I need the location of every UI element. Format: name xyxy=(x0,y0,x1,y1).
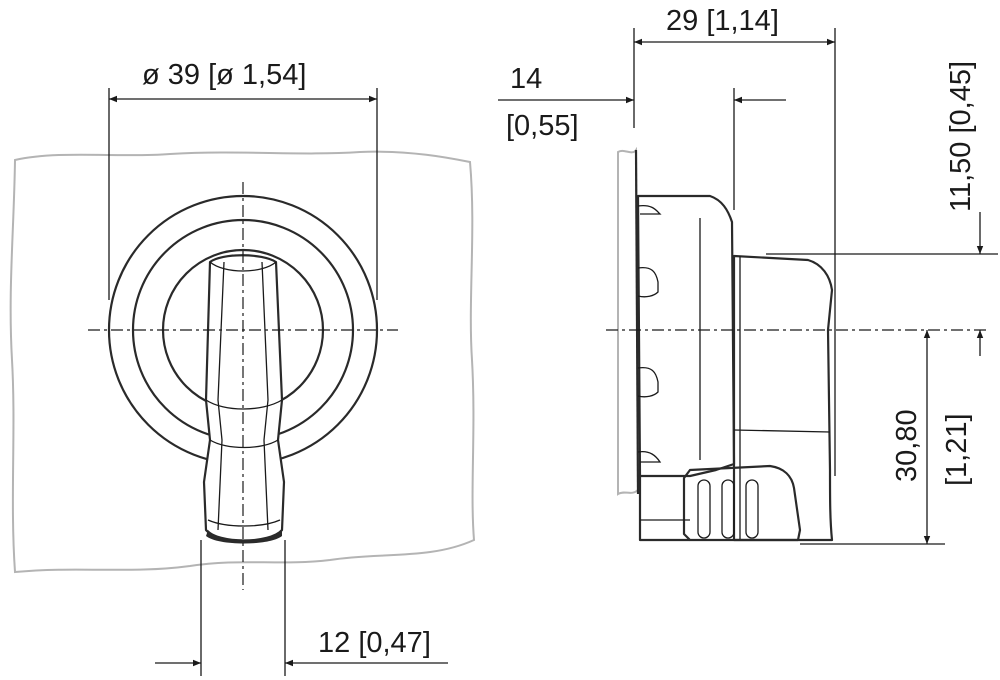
bottom-offset-label-line1: 30,80 xyxy=(891,409,923,482)
side-view: 29 [1,14] 14 [0,55] 11,50 [0,45] 30,80 [… xyxy=(498,5,998,545)
side-base-lip xyxy=(638,476,690,542)
lever-step xyxy=(209,439,279,449)
diameter-label: ø 39 [ø 1,54] xyxy=(142,59,306,91)
lever-rib-3 xyxy=(745,479,759,539)
lever-base-shading xyxy=(206,530,282,544)
panel-section xyxy=(617,146,640,496)
top-offset-label: 11,50 [0,45] xyxy=(945,61,977,212)
bottom-offset-label-line2: [1,21] xyxy=(941,413,973,486)
lever-rib-1 xyxy=(697,479,711,539)
front-view: ø 39 [ø 1,54] 12 [0,47] xyxy=(9,59,476,676)
lever-inner-edge-left xyxy=(217,261,225,531)
lever-collar xyxy=(205,399,283,410)
side-lever xyxy=(682,464,802,542)
panel-section-edge xyxy=(634,149,640,495)
grip-notch-3 xyxy=(637,366,659,398)
lever-inner-edge-right xyxy=(261,261,269,531)
front-depth-label-line2: [0,55] xyxy=(506,110,579,142)
lever-foot xyxy=(207,519,281,527)
side-knob-body xyxy=(732,254,834,542)
grip-notch-4 xyxy=(637,450,662,463)
front-depth-label-line1: 14 xyxy=(510,63,542,95)
grip-notch-1 xyxy=(637,204,662,215)
lever-rib-2 xyxy=(721,479,735,539)
lever-tip xyxy=(209,261,277,272)
knob-step xyxy=(733,429,831,433)
lever-width-label: 12 [0,47] xyxy=(318,627,431,659)
grip-notch-2 xyxy=(637,266,659,298)
side-bezel-body xyxy=(636,194,736,478)
mounting-panel-outline xyxy=(9,150,476,574)
depth-label: 29 [1,14] xyxy=(666,5,779,37)
selector-lever xyxy=(202,254,286,542)
